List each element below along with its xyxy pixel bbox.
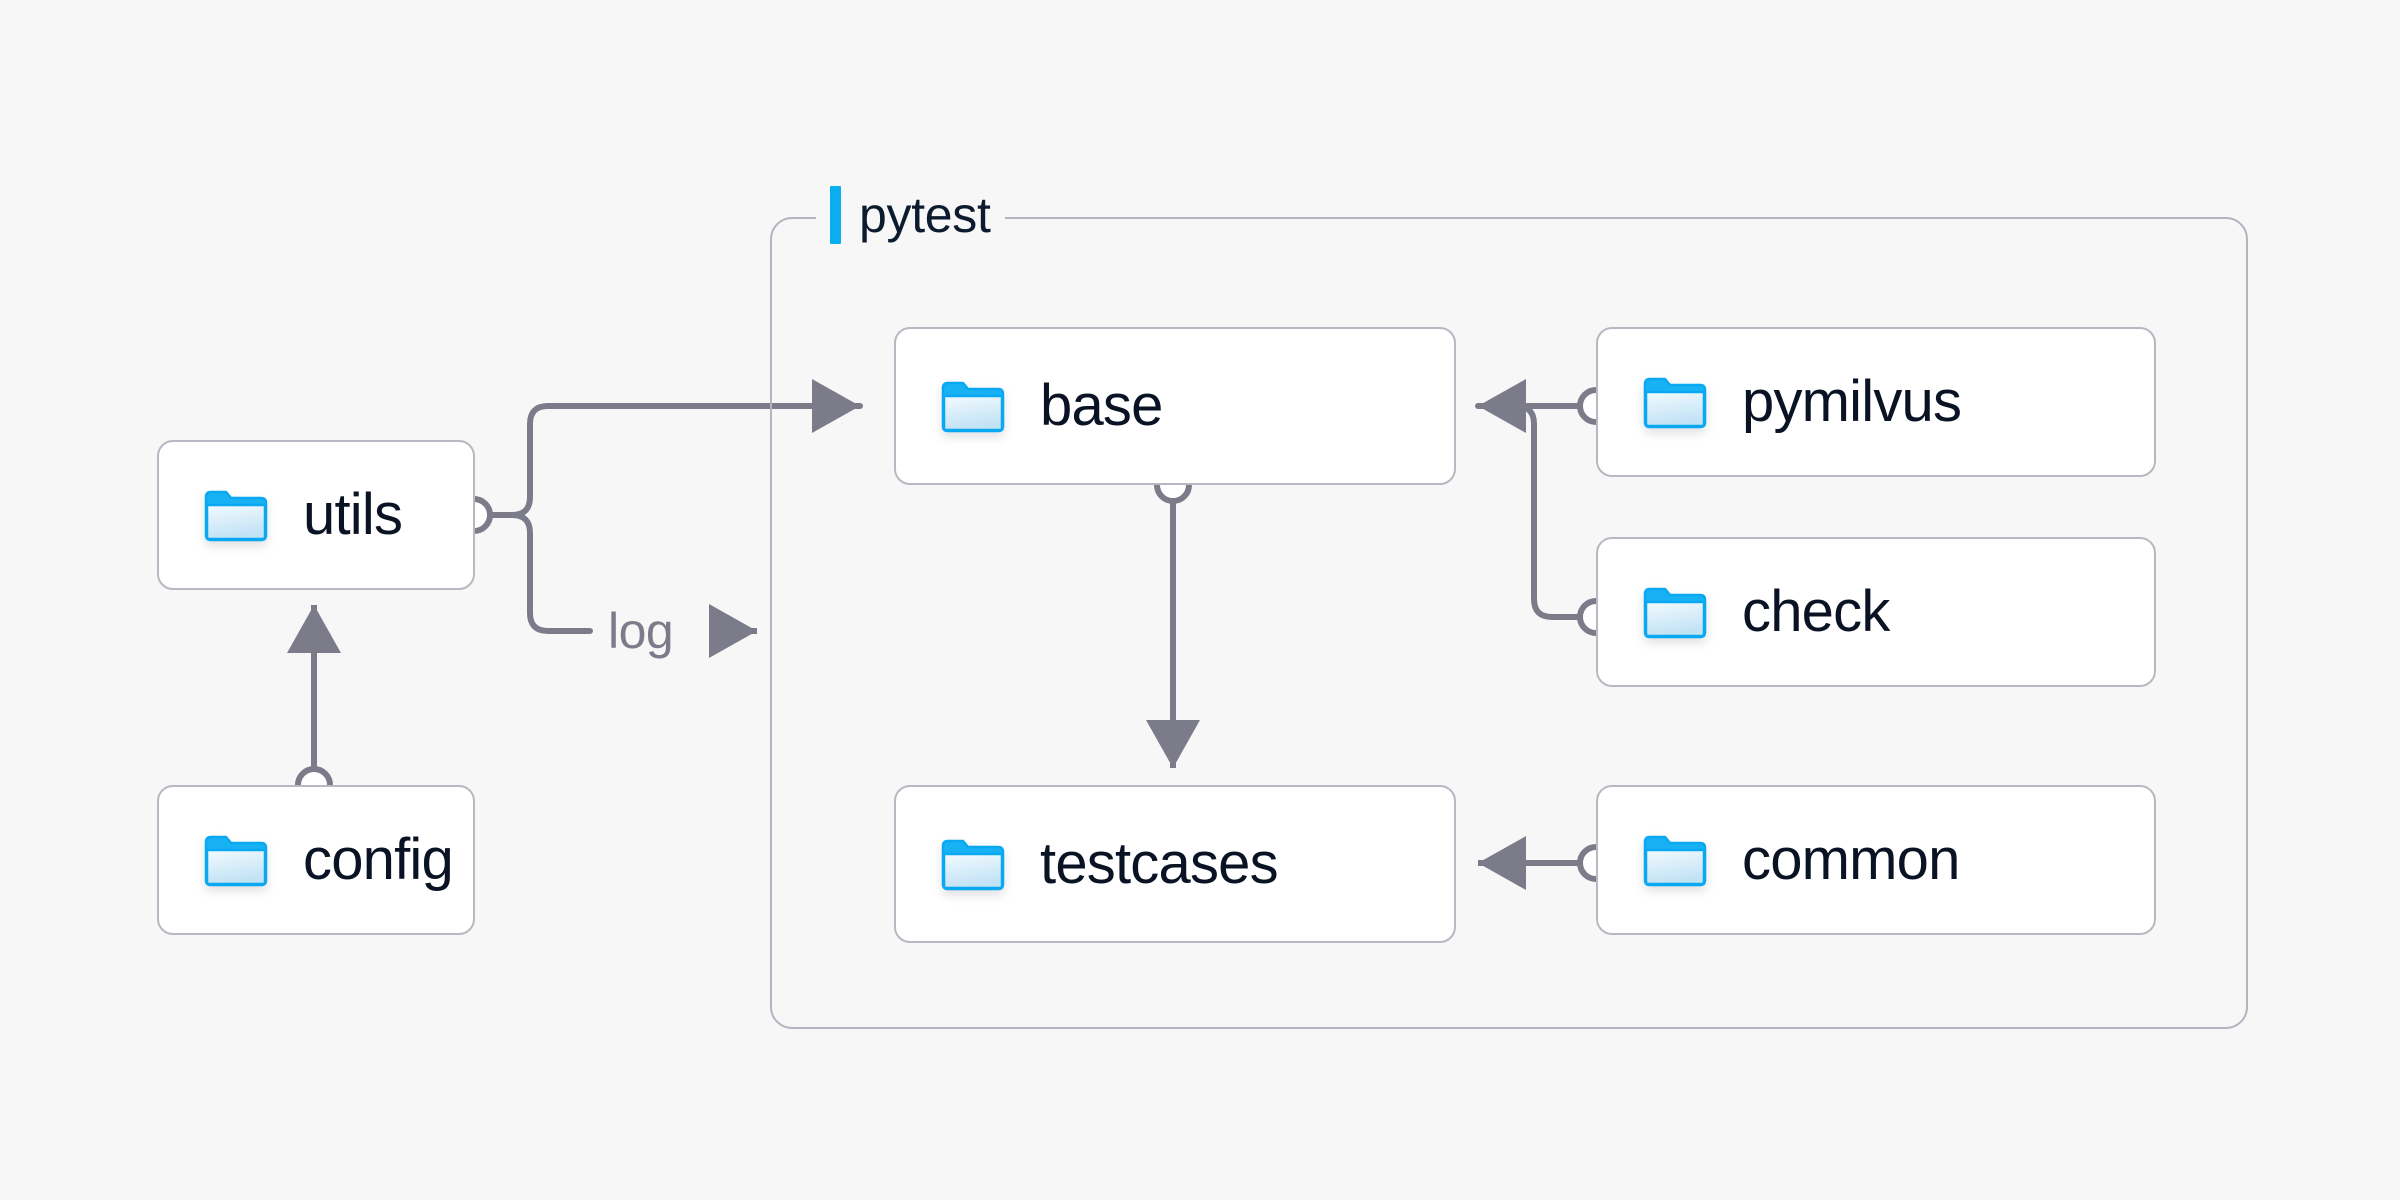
folder-icon xyxy=(1643,377,1707,429)
node-utils[interactable]: utils xyxy=(157,440,475,590)
node-check[interactable]: check xyxy=(1596,537,2156,687)
group-accent-bar xyxy=(830,186,841,244)
edge-label-log: log xyxy=(608,603,674,659)
edge-config-to-utils xyxy=(287,605,341,804)
node-label: check xyxy=(1742,579,1890,644)
folder-icon xyxy=(941,381,1005,433)
folder-icon xyxy=(204,490,268,542)
node-label: testcases xyxy=(1040,831,1279,896)
node-label: pymilvus xyxy=(1742,369,1962,434)
group-pytest[interactable] xyxy=(770,217,2248,1029)
node-label: base xyxy=(1040,373,1163,438)
node-config[interactable]: config xyxy=(157,785,475,935)
folder-icon xyxy=(1643,587,1707,639)
node-testcases[interactable]: testcases xyxy=(894,785,1456,943)
node-base[interactable]: base xyxy=(894,327,1456,485)
folder-icon xyxy=(941,839,1005,891)
node-label: utils xyxy=(303,482,403,547)
folder-icon xyxy=(1643,835,1707,887)
folder-icon xyxy=(204,835,268,887)
node-common[interactable]: common xyxy=(1596,785,2156,935)
group-label-text: pytest xyxy=(859,187,991,243)
node-label: common xyxy=(1742,827,1960,892)
group-pytest-label: pytest xyxy=(816,186,1005,244)
node-pymilvus[interactable]: pymilvus xyxy=(1596,327,2156,477)
node-label: config xyxy=(303,827,454,892)
